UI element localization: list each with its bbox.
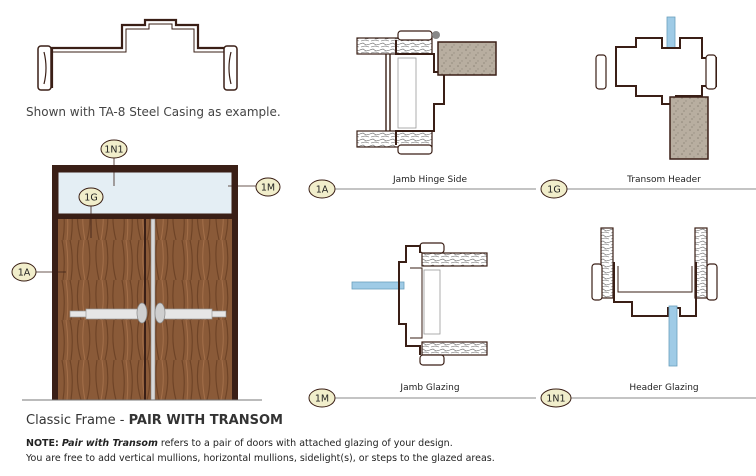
note-label: NOTE: — [26, 438, 59, 449]
door-callout-leaders — [35, 158, 258, 273]
detail-rules — [334, 188, 756, 399]
door-elevation — [22, 165, 262, 401]
title-bold: PAIR WITH TRANSOM — [128, 413, 283, 428]
page-title: Classic Frame - PAIR WITH TRANSOM — [26, 413, 283, 428]
header-glazing-detail — [591, 227, 718, 367]
title-prefix: Classic Frame - — [26, 413, 129, 428]
jamb-glazing-detail — [351, 242, 488, 366]
jamb-hinge-side-detail — [356, 30, 497, 155]
detail-label-header-glazing: Header Glazing — [629, 383, 699, 393]
note-line-2: You are free to add vertical mullions, h… — [26, 453, 495, 464]
detail-label-jamb-glazing: Jamb Glazing — [400, 383, 460, 393]
transom-header-detail — [595, 16, 717, 160]
note-text: NOTE: Pair with Transom refers to a pair… — [26, 436, 495, 466]
note-line-1: NOTE: Pair with Transom refers to a pair… — [26, 436, 495, 451]
note-term: Pair with Transom — [61, 438, 158, 449]
casing-caption: Shown with TA-8 Steel Casing as example. — [26, 105, 281, 119]
casing-profile-drawing — [37, 18, 238, 91]
detail-label-transom-header: Transom Header — [627, 175, 701, 185]
detail-label-jamb-hinge-side: Jamb Hinge Side — [392, 175, 468, 185]
note-line1-rest: refers to a pair of doors with attached … — [157, 438, 453, 449]
